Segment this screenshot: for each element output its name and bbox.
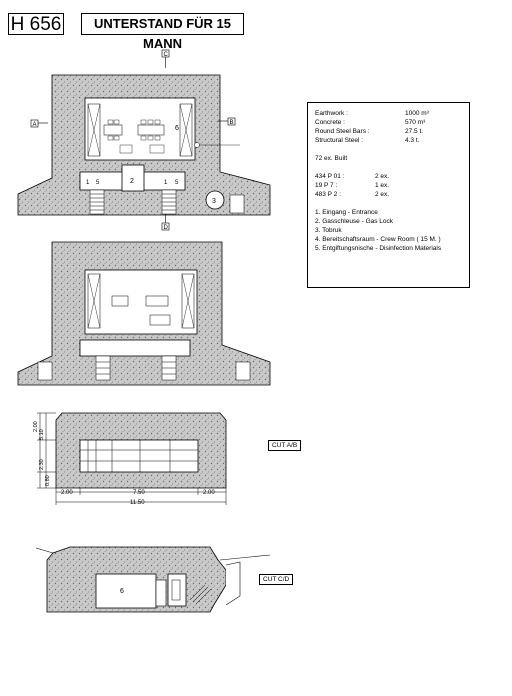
part-row-3: 483 P 2 :2 ex. xyxy=(315,191,390,198)
plan1-room-2: 2 xyxy=(130,178,134,185)
plan1-room-5a: 5 xyxy=(96,180,100,186)
spec-row-concrete: Concrete :570 m³ xyxy=(315,119,426,126)
spec-row-earthwork: Earthwork :1000 m³ xyxy=(315,110,429,117)
built-count: 72 ex. Built xyxy=(315,155,348,162)
dim-bottom-right: 2.00 xyxy=(203,490,215,496)
spec-row-structural-steel: Structural Steel :4.3 t. xyxy=(315,137,420,144)
plan1-room-1a: 1 xyxy=(86,180,90,186)
section-ab: 2.00 7.50 2.00 11.50 2.00 5.10 2.30 0.80 xyxy=(33,412,227,506)
legend-item-4: 4. Bereitschaftsraum - Crew Room ( 15 M.… xyxy=(315,236,441,243)
dim-bottom-mid: 7.50 xyxy=(133,490,145,496)
cut-marker-c: C xyxy=(161,49,170,68)
svg-text:A: A xyxy=(33,122,37,128)
plan1-room-5b: 5 xyxy=(175,180,179,186)
upper-floor-plan: 6 1 5 2 1 5 3 A B xyxy=(17,49,271,231)
section-ab-room xyxy=(79,439,199,473)
part-row-1: 434 P 01 :2 ex. xyxy=(315,173,390,180)
dim-left-top: 2.00 xyxy=(33,421,39,432)
section-cd: 6 xyxy=(35,546,271,613)
svg-text:D: D xyxy=(164,225,169,231)
legend-item-1: 1. Eingang - Entrance xyxy=(315,209,378,216)
legend-item-2: 2. Gasschleuse - Gas Lock xyxy=(315,218,394,225)
bunker-title: UNTERSTAND FÜR 15 MANN xyxy=(81,13,244,51)
cut-marker-b: B xyxy=(218,117,236,126)
cut-ab-label: CUT A/B xyxy=(268,440,302,451)
dim-left-room: 2.30 xyxy=(39,459,45,470)
section-cd-room-6: 6 xyxy=(120,588,124,595)
svg-text:3: 3 xyxy=(212,198,216,205)
svg-text:C: C xyxy=(164,52,169,58)
dim-left-floor: 0.80 xyxy=(45,475,51,486)
lower-floor-plan xyxy=(17,241,271,386)
cut-marker-d: D xyxy=(161,214,170,231)
dim-total: 11.50 xyxy=(130,500,145,506)
plan1-room-1b: 1 xyxy=(164,180,168,186)
spec-row-steel-bars: Round Steel Bars :27.5 t. xyxy=(315,128,424,135)
dim-left-height: 5.10 xyxy=(39,429,45,440)
plan1-room-6: 6 xyxy=(175,125,179,132)
section-cd-room xyxy=(95,573,157,609)
bunker-code: H 656 xyxy=(8,13,64,35)
legend-item-5: 5. Entgiftungsnische - Disinfection Mate… xyxy=(315,245,442,252)
cut-cd-label: CUT C/D xyxy=(259,574,294,585)
legend-item-3: 3. Tobruk xyxy=(315,227,342,234)
dim-bottom-left: 2.00 xyxy=(61,490,73,496)
cut-marker-a: A xyxy=(30,119,48,128)
plan2-crew-room xyxy=(84,269,198,335)
part-row-2: 19 P 7 :1 ex. xyxy=(315,182,390,189)
specifications-box: Earthwork :1000 m³ Concrete :570 m³ Roun… xyxy=(307,102,470,288)
svg-text:B: B xyxy=(230,120,234,126)
plan1-tobruk xyxy=(205,190,225,210)
